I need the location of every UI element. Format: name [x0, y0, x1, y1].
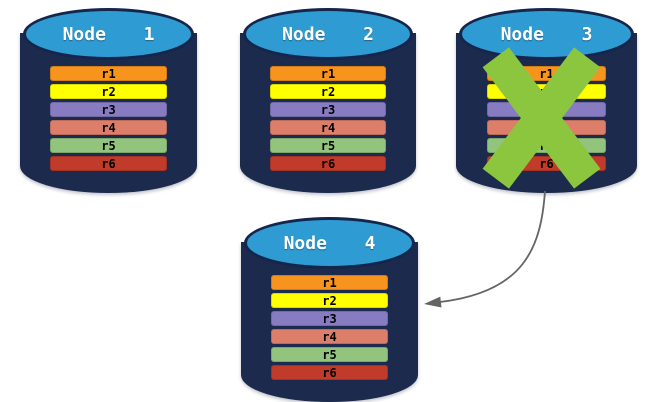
record-r2: r2 — [50, 84, 167, 99]
record-r5: r5 — [269, 138, 387, 153]
arrow-head-icon — [424, 296, 442, 308]
node-2: Node 2 r1 r2 r3 r4 r5 r6 — [240, 8, 416, 193]
record-r1: r1 — [269, 66, 387, 81]
record-r2: r2 — [271, 293, 388, 308]
record-label: r2 — [101, 84, 116, 99]
record-list: r1 r2 r3 r4 r5 r6 — [271, 275, 388, 380]
node-3: Node 3r1r2r3r4r5r6 — [456, 8, 637, 193]
record-r1: r1 — [50, 66, 167, 81]
node-title: Node 2 — [282, 23, 374, 45]
record-list: r1 r2 r3 r4 r5 r6 — [50, 66, 167, 171]
record-label: r1 — [322, 275, 337, 290]
record-r3: r3 — [50, 102, 167, 117]
record-label: r5 — [320, 138, 336, 153]
record-label: r4 — [322, 329, 337, 344]
database-cylinder-top: Node 2 — [243, 8, 413, 60]
record-label: r6 — [320, 156, 336, 171]
record-label: r3 — [320, 102, 336, 117]
record-label: r6 — [322, 365, 337, 380]
database-cylinder-top: Node 4 — [244, 217, 415, 269]
record-r4: r4 — [271, 329, 388, 344]
record-label: r1 — [320, 66, 336, 81]
failover-arrow-curve — [439, 190, 546, 303]
node-4: Node 4 r1 r2 r3 r4 r5 r6 — [241, 217, 418, 402]
record-r6: r6 — [271, 365, 388, 380]
record-r5: r5 — [271, 347, 388, 362]
record-label: r3 — [322, 311, 337, 326]
record-label: r4 — [101, 120, 116, 135]
database-cylinder-top: Node 1 — [23, 8, 194, 60]
node-title: Node 3 — [500, 23, 593, 45]
record-label: r2 — [322, 293, 337, 308]
record-r3: r3 — [271, 311, 388, 326]
record-label: r1 — [101, 66, 116, 81]
node-title: Node 1 — [62, 23, 155, 45]
record-label: r6 — [101, 156, 116, 171]
record-label: r2 — [320, 84, 336, 99]
record-r6: r6 — [269, 156, 387, 171]
node-title: Node 4 — [283, 232, 376, 254]
record-r5: r5 — [50, 138, 167, 153]
record-r6: r6 — [50, 156, 167, 171]
record-r1: r1 — [271, 275, 388, 290]
record-label: r4 — [320, 120, 336, 135]
record-label: r3 — [101, 102, 116, 117]
record-r4: r4 — [269, 120, 387, 135]
record-list: r1 r2 r3 r4 r5 r6 — [269, 66, 387, 171]
record-r2: r2 — [269, 84, 387, 99]
record-label: r5 — [322, 347, 337, 362]
record-label: r6 — [539, 156, 554, 171]
record-label: r5 — [101, 138, 116, 153]
record-r3: r3 — [269, 102, 387, 117]
record-r4: r4 — [50, 120, 167, 135]
node-1: Node 1 r1 r2 r3 r4 r5 r6 — [20, 8, 197, 193]
database-cylinder-top: Node 3 — [459, 8, 634, 60]
